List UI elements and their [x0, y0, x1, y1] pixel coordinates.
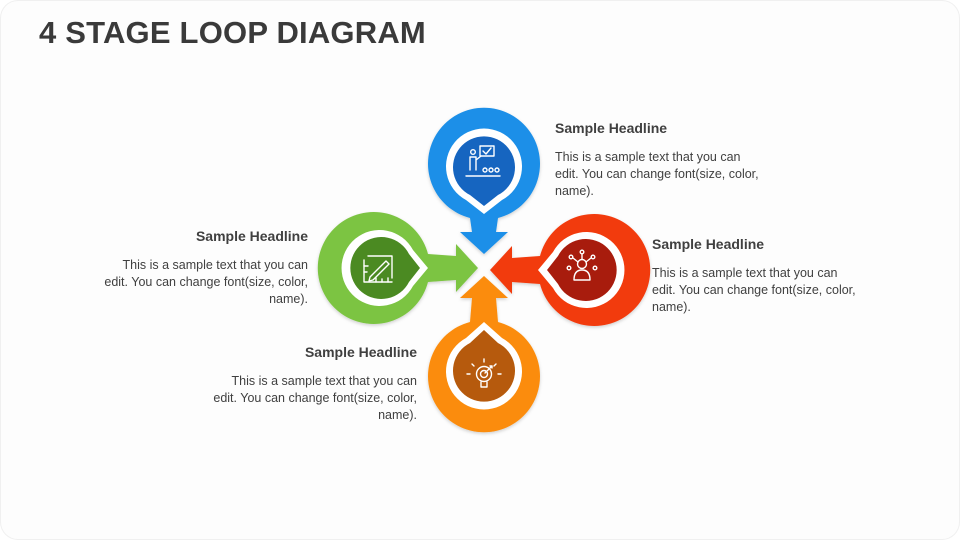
stage-bottom-headline: Sample Headline: [304, 344, 417, 360]
stage-right-headline: Sample Headline: [652, 236, 765, 252]
stage-top-body: This is a sample text that you can edit.…: [555, 150, 759, 198]
stage-bottom-petal: [428, 276, 540, 433]
slide-title: 4 STAGE LOOP DIAGRAM: [39, 15, 426, 50]
stage-bottom-text: Sample Headline This is a sample text th…: [212, 343, 417, 424]
stage-left-body: This is a sample text that you can edit.…: [104, 258, 308, 306]
stage-left-petal: [317, 212, 478, 325]
stage-right-body: This is a sample text that you can edit.…: [652, 266, 856, 314]
drafting-tools-icon: [363, 255, 393, 283]
stage-left-text: Sample Headline This is a sample text th…: [103, 227, 308, 308]
presentation-board-icon: [465, 145, 501, 177]
stage-bottom-body: This is a sample text that you can edit.…: [213, 374, 417, 422]
stage-left-headline: Sample Headline: [195, 228, 308, 244]
stage-top-petal: [428, 107, 541, 254]
networking-person-icon: [566, 249, 598, 281]
lightbulb-target-icon: [466, 358, 502, 388]
stage-top-headline: Sample Headline: [555, 120, 668, 136]
stage-right-text: Sample Headline This is a sample text th…: [652, 235, 857, 316]
stage-top-text: Sample Headline This is a sample text th…: [555, 119, 765, 200]
